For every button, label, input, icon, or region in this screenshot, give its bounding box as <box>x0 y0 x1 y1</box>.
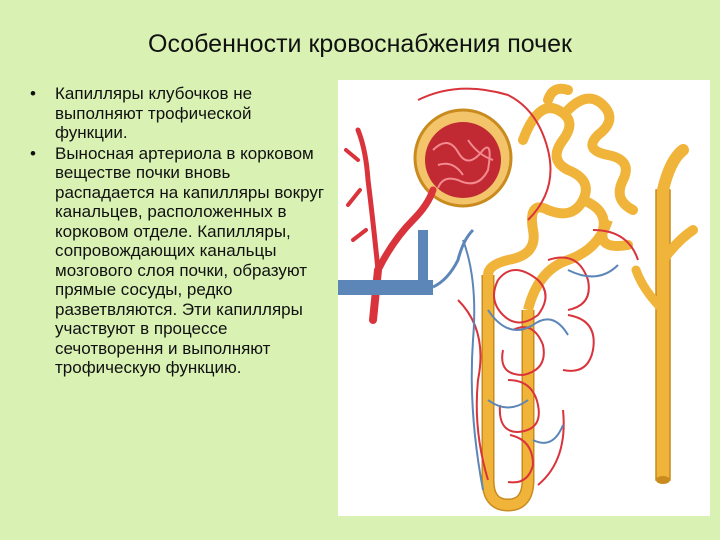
bullet-item: • Выносная артериола в корковом веществе… <box>28 144 328 378</box>
vein <box>338 228 475 295</box>
collecting-duct <box>631 144 698 484</box>
nephron-blood-supply-illustration <box>338 80 710 516</box>
bullet-marker: • <box>30 143 36 163</box>
venous-capillaries <box>462 239 619 491</box>
bullet-marker: • <box>30 84 36 103</box>
bullet-item: • Капилляры клубочков не выполняют трофи… <box>28 84 328 143</box>
bullet-text: Выносная артериола в корковом веществе п… <box>55 143 325 378</box>
nephron-illustration-svg <box>338 83 698 512</box>
glomerulus <box>413 108 513 208</box>
slide-title: Особенности кровоснабжения почек <box>148 30 572 58</box>
bullet-text: Капилляры клубочков не выполняют трофиче… <box>55 84 253 142</box>
bullet-list: • Капилляры клубочков не выполняют трофи… <box>28 84 328 379</box>
convoluted-tubules <box>483 83 638 280</box>
peritubular-capillaries <box>417 87 639 486</box>
